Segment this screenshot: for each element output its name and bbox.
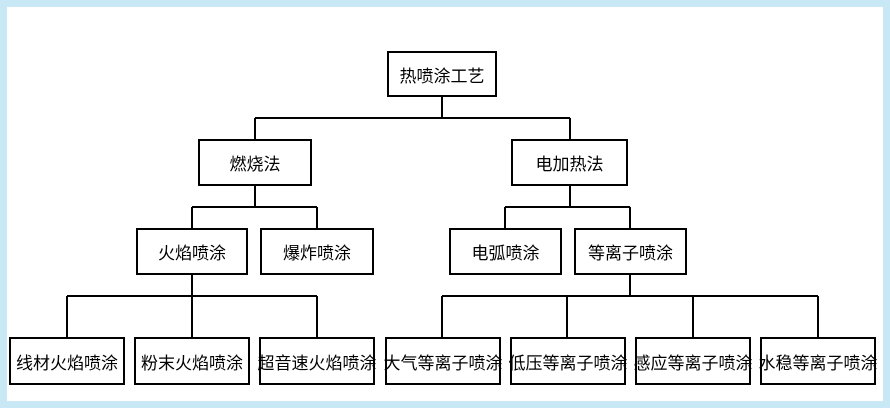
node-wire-flame: 线材火焰喷涂 bbox=[9, 337, 125, 385]
node-root: 热喷涂工艺 bbox=[387, 51, 497, 97]
node-atmospheric-plasma: 大气等离子喷涂 bbox=[384, 337, 503, 385]
node-water-stabilized-plasma: 水稳等离子喷涂 bbox=[759, 337, 878, 385]
node-low-pressure-plasma: 低压等离子喷涂 bbox=[509, 337, 628, 385]
node-electric: 电加热法 bbox=[511, 139, 628, 186]
node-induction-plasma: 感应等离子喷涂 bbox=[634, 337, 753, 385]
node-plasma: 等离子喷涂 bbox=[574, 228, 687, 275]
node-powder-flame: 粉末火焰喷涂 bbox=[134, 337, 250, 385]
node-flame: 火焰喷涂 bbox=[136, 228, 248, 275]
node-detonation: 爆炸喷涂 bbox=[260, 228, 374, 275]
node-hvof: 超音速火焰喷涂 bbox=[258, 337, 377, 385]
node-combustion: 燃烧法 bbox=[198, 139, 312, 186]
node-arc: 电弧喷涂 bbox=[449, 228, 562, 275]
